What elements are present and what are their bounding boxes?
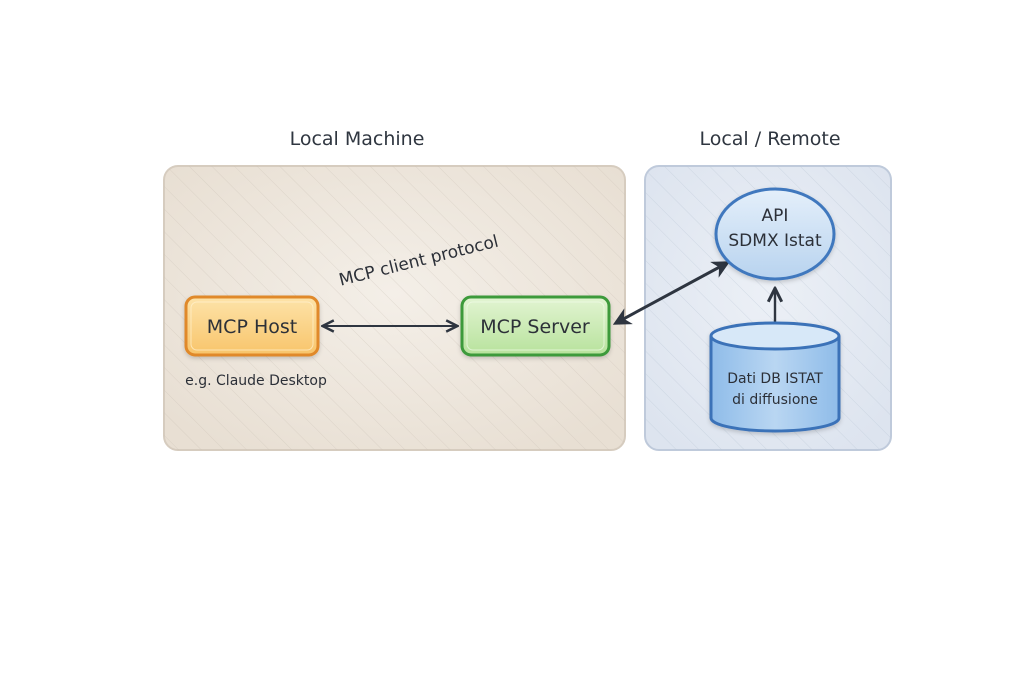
database-label-line1: Dati DB ISTAT bbox=[727, 371, 823, 387]
database-label-line2: di diffusione bbox=[732, 392, 818, 408]
mcp-host-node[interactable] bbox=[184, 295, 320, 357]
api-label-line2: SDMX Istat bbox=[728, 231, 822, 251]
mcp-server-label: MCP Server bbox=[480, 316, 590, 338]
mcp-host-caption: e.g. Claude Desktop bbox=[185, 373, 327, 389]
server-api-arrow bbox=[612, 261, 731, 325]
local-machine-region bbox=[163, 165, 626, 451]
api-sdmx-node[interactable] bbox=[714, 187, 836, 281]
database-node[interactable] bbox=[709, 321, 841, 433]
mcp-server-node[interactable] bbox=[460, 295, 611, 357]
local-remote-title: Local / Remote bbox=[699, 128, 840, 150]
api-label-line1: API bbox=[762, 206, 789, 226]
mcp-host-label: MCP Host bbox=[207, 316, 297, 338]
local-machine-title: Local Machine bbox=[290, 128, 425, 150]
